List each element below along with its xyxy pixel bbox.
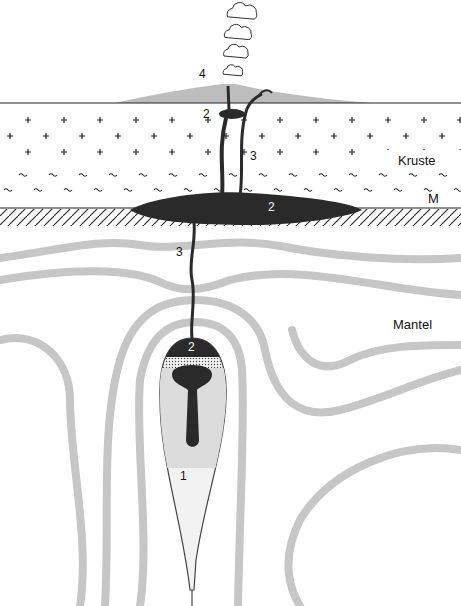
callout-number: 2 [203,108,210,120]
region-label: Kruste [398,154,436,167]
callout-number: 3 [250,150,257,162]
volcano [115,84,372,103]
callout-number: 4 [199,68,206,80]
boundary-label: M [428,192,439,205]
steam-clouds [223,3,257,76]
mantle-diapir [150,338,240,606]
region-label: Mantel [393,318,432,331]
magma-chamber [130,192,362,225]
callout-number: 3 [176,246,183,258]
mantle-folds [0,243,461,606]
callout-number: 2 [188,341,195,353]
callout-number: 2 [268,201,275,213]
callout-number: 1 [180,470,187,482]
